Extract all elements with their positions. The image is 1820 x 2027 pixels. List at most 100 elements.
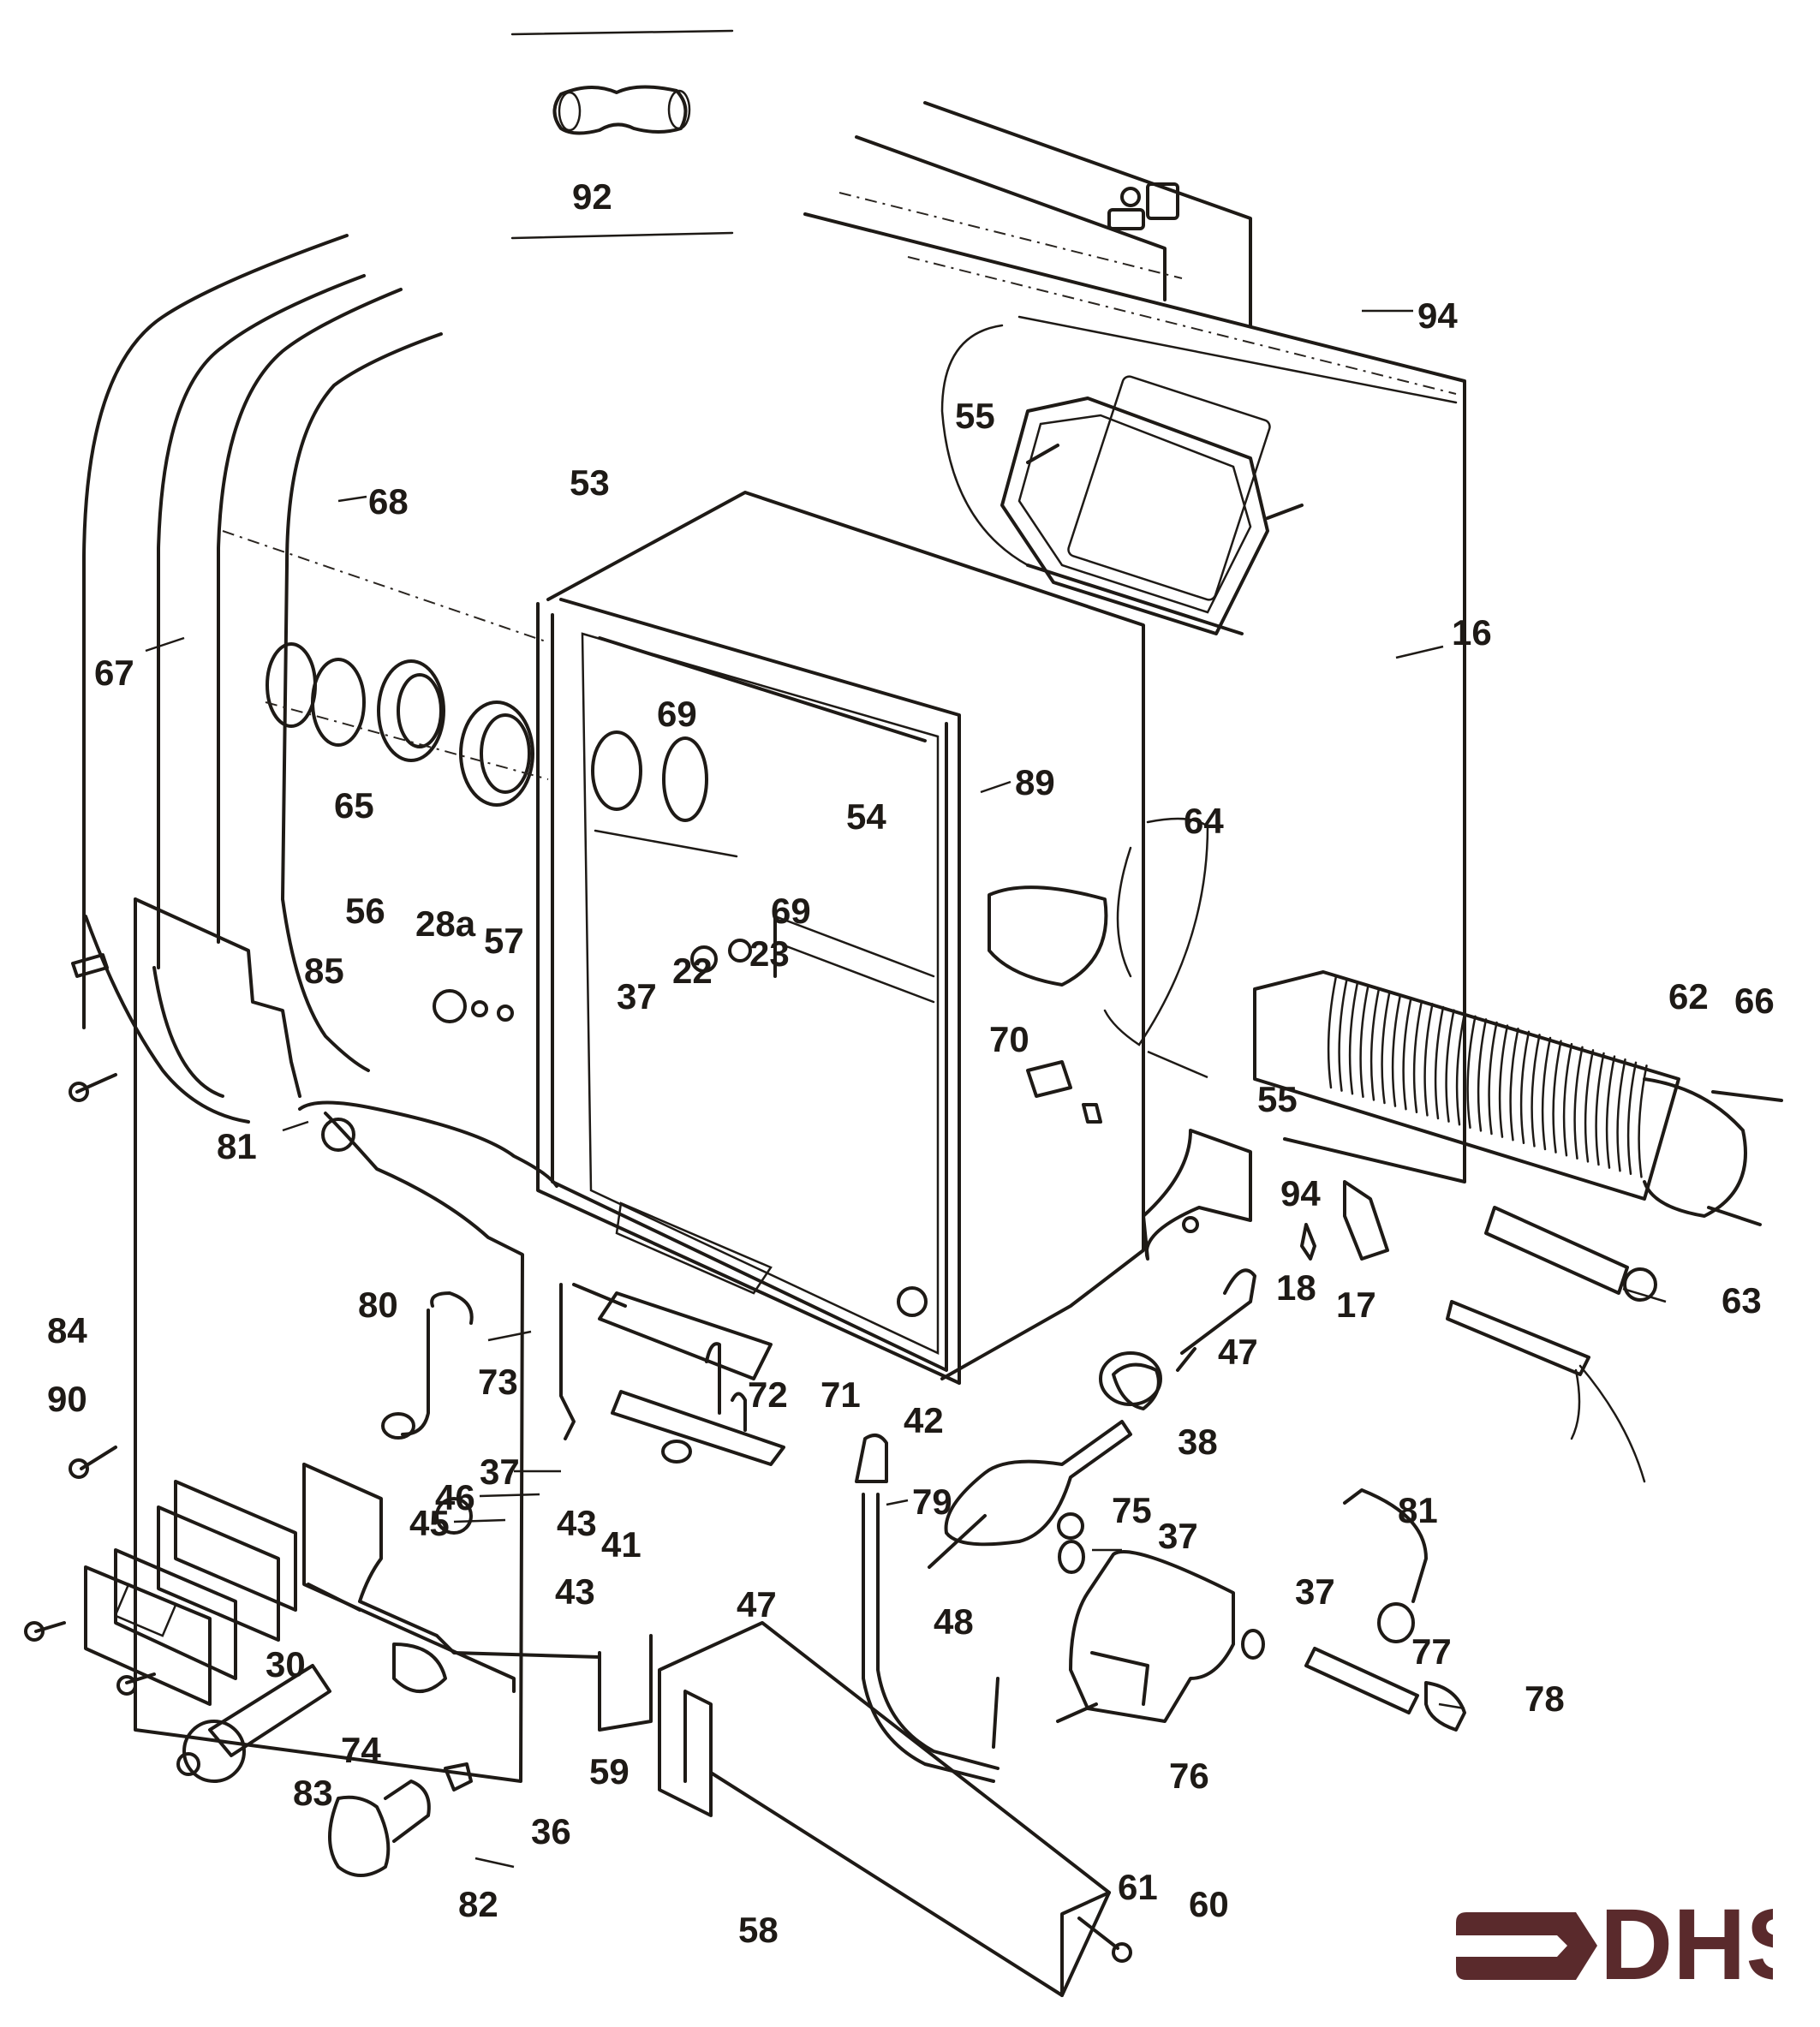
label-47-b: 47 bbox=[737, 1584, 777, 1625]
part-47-thermocouple bbox=[1099, 1268, 1256, 1406]
part-18-screw bbox=[1300, 1223, 1316, 1261]
part-58-burner-tube bbox=[658, 1621, 1132, 1997]
label-81-right: 81 bbox=[1398, 1490, 1438, 1530]
label-43-a: 43 bbox=[557, 1503, 597, 1543]
label-61: 61 bbox=[1118, 1867, 1158, 1907]
coil-rib bbox=[1466, 1015, 1477, 1130]
part-92-elbow bbox=[510, 29, 734, 240]
part-94-top-clip bbox=[1107, 182, 1179, 230]
label-66: 66 bbox=[1734, 981, 1775, 1021]
label-48: 48 bbox=[934, 1601, 974, 1642]
label-53: 53 bbox=[570, 462, 610, 503]
label-85: 85 bbox=[304, 951, 344, 991]
coil-rib bbox=[1584, 1049, 1595, 1163]
label-46: 46 bbox=[435, 1477, 475, 1517]
coil-rib bbox=[1445, 1009, 1455, 1123]
label-60: 60 bbox=[1189, 1884, 1229, 1924]
label-94-mid: 94 bbox=[1280, 1173, 1321, 1213]
part-76-gas-valve bbox=[1056, 1550, 1235, 1723]
label-42: 42 bbox=[904, 1400, 944, 1440]
coil-rib bbox=[1616, 1058, 1626, 1172]
label-83: 83 bbox=[293, 1773, 333, 1813]
part-77-tee-fitting bbox=[1304, 1488, 1466, 1732]
label-89: 89 bbox=[1015, 762, 1055, 802]
coil-rib bbox=[1455, 1011, 1466, 1126]
label-18: 18 bbox=[1276, 1267, 1316, 1308]
part-82-control-knob bbox=[328, 1780, 431, 1877]
label-57: 57 bbox=[484, 921, 524, 961]
label-62: 62 bbox=[1668, 976, 1709, 1016]
coil-rib bbox=[1498, 1024, 1509, 1138]
label-59: 59 bbox=[589, 1751, 630, 1792]
label-81-left: 81 bbox=[217, 1126, 257, 1166]
coil-rib bbox=[1488, 1021, 1498, 1136]
label-82: 82 bbox=[458, 1884, 498, 1924]
label-74: 74 bbox=[341, 1730, 381, 1770]
coil-rib bbox=[1573, 1046, 1584, 1160]
dhs-logo: DHS bbox=[1456, 1905, 1773, 1987]
coil-rib bbox=[1638, 1064, 1648, 1178]
label-37-b: 37 bbox=[480, 1452, 520, 1492]
label-16: 16 bbox=[1452, 612, 1492, 653]
label-41: 41 bbox=[601, 1524, 641, 1565]
label-37-a: 37 bbox=[617, 976, 657, 1016]
coil-rib bbox=[1402, 996, 1412, 1111]
coil-rib bbox=[1531, 1034, 1541, 1148]
part-81-gas-pipe-left bbox=[298, 1100, 558, 1188]
label-55-mid: 55 bbox=[1257, 1079, 1298, 1119]
label-37-d: 37 bbox=[1295, 1571, 1335, 1612]
label-22: 22 bbox=[672, 951, 713, 991]
label-56: 56 bbox=[345, 891, 385, 931]
label-45: 45 bbox=[409, 1503, 450, 1543]
label-94-top: 94 bbox=[1417, 295, 1458, 336]
label-78: 78 bbox=[1525, 1678, 1565, 1719]
part-17-rod-probe bbox=[1446, 1300, 1646, 1483]
label-54: 54 bbox=[846, 796, 886, 837]
label-55-top: 55 bbox=[955, 396, 995, 436]
part-80-pipe bbox=[381, 1291, 474, 1440]
part-73-electrode bbox=[559, 1283, 627, 1440]
label-69-a: 69 bbox=[657, 694, 697, 734]
screws-left bbox=[24, 953, 156, 1696]
label-67: 67 bbox=[94, 653, 134, 693]
label-58: 58 bbox=[738, 1910, 779, 1950]
coil-rib bbox=[1626, 1061, 1638, 1176]
coil-rib bbox=[1369, 987, 1381, 1101]
label-75: 75 bbox=[1112, 1490, 1152, 1530]
label-63: 63 bbox=[1722, 1280, 1762, 1321]
coil-rib bbox=[1595, 1052, 1605, 1166]
part-84-side-panel bbox=[134, 897, 524, 1783]
label-92: 92 bbox=[572, 176, 612, 217]
coil-rib bbox=[1381, 990, 1391, 1105]
label-65: 65 bbox=[334, 785, 374, 826]
coil-rib bbox=[1423, 1003, 1434, 1117]
part-30-sight-glass-frames bbox=[84, 1480, 297, 1706]
label-69-b: 69 bbox=[771, 891, 811, 931]
coil-rib bbox=[1327, 975, 1338, 1089]
label-84: 84 bbox=[47, 1310, 87, 1350]
coil-rib bbox=[1477, 1018, 1488, 1132]
part-64-gasket bbox=[1103, 817, 1209, 1046]
label-72: 72 bbox=[748, 1374, 788, 1415]
label-64: 64 bbox=[1184, 801, 1224, 841]
label-79: 79 bbox=[912, 1481, 952, 1522]
label-30: 30 bbox=[266, 1644, 306, 1684]
part-72-burner-plate bbox=[598, 1291, 785, 1466]
label-43-b: 43 bbox=[555, 1571, 595, 1612]
label-36: 36 bbox=[531, 1811, 571, 1851]
label-73: 73 bbox=[478, 1362, 518, 1402]
label-23: 23 bbox=[749, 933, 790, 974]
coil-rib bbox=[1605, 1055, 1616, 1169]
leader-lines bbox=[145, 309, 1667, 1869]
part-75-valve-tee bbox=[928, 1362, 1161, 1569]
label-37-c: 37 bbox=[1158, 1516, 1198, 1556]
part-65-coupling-set bbox=[265, 642, 549, 807]
coil-rib bbox=[1509, 1027, 1519, 1142]
coil-rib bbox=[1391, 993, 1402, 1107]
label-68: 68 bbox=[368, 481, 409, 522]
part-94-bracket bbox=[1142, 1129, 1389, 1261]
coil-rib bbox=[1359, 984, 1369, 1099]
label-47-a: 47 bbox=[1218, 1332, 1258, 1372]
coil-rib bbox=[1552, 1040, 1562, 1154]
